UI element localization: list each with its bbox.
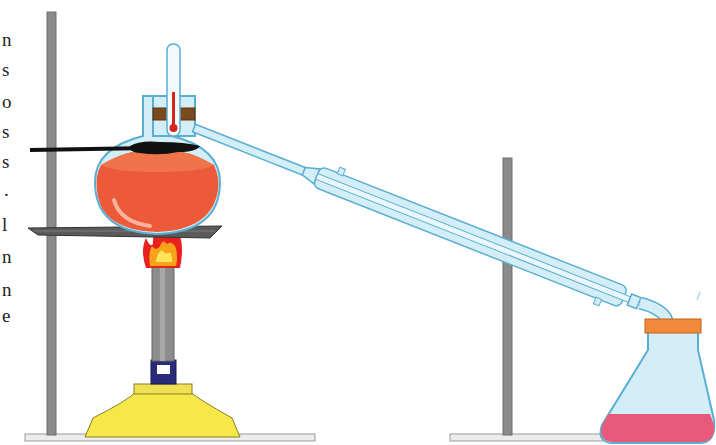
flame-inner [149, 241, 177, 266]
page-text-fragment: n [2, 30, 12, 49]
stand-base [450, 434, 605, 441]
water-nozzle [337, 167, 345, 176]
page-text-fragment: e [2, 306, 10, 325]
page-text-fragment: n [2, 247, 12, 266]
page-text-fragment: s [2, 122, 9, 141]
page-text-fragment: o [2, 92, 12, 111]
air-hole [157, 365, 170, 374]
page-text-fragment: n [2, 280, 12, 299]
burner-tube-shine [160, 265, 165, 361]
glass-glint [697, 292, 700, 300]
burner-tube [152, 265, 174, 361]
glass-shine [114, 200, 150, 226]
page-text-fragment: s [2, 152, 9, 171]
side-arm [193, 124, 309, 176]
thermometer-bulb [170, 124, 178, 132]
flame-core [156, 250, 172, 262]
flask-stopper [645, 319, 701, 333]
page-text-fragment: s [2, 60, 9, 79]
water-nozzle [593, 297, 601, 306]
burner-base [85, 392, 240, 437]
stand-rod [47, 12, 56, 435]
page-text-fragment: l [2, 215, 7, 234]
round-bottom-flask [95, 96, 220, 234]
burner-collar [134, 384, 192, 394]
condenser [188, 112, 645, 319]
page-text-fragment: . [4, 180, 9, 199]
air-valve [151, 360, 176, 384]
clamp-jaw [130, 142, 200, 155]
conical-flask [601, 330, 715, 443]
thermometer-column [172, 92, 175, 126]
gauze-line [34, 231, 215, 232]
condenser-outlet [627, 294, 641, 309]
thermometer [167, 44, 180, 136]
flask-liquid [97, 150, 219, 232]
distillate [601, 414, 714, 442]
stand-rod [503, 158, 512, 435]
inner-tube [316, 174, 635, 304]
